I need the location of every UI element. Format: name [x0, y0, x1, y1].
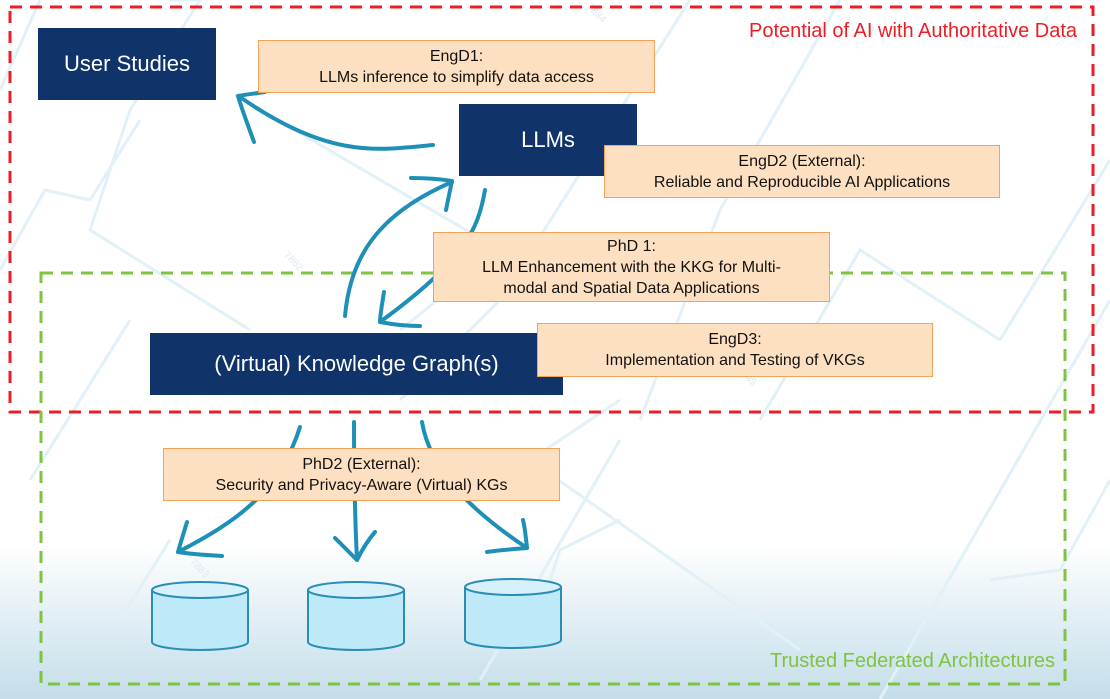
bg-line [28, 319, 132, 481]
trusted-federated-region-label: Trusted Federated Architectures [770, 650, 1055, 672]
bg-line [0, 119, 142, 271]
arrow-kg-to-llms [343, 176, 454, 318]
bg-line [989, 479, 1110, 582]
project-note-engd3: EngD3: Implementation and Testing of VKG… [537, 323, 933, 377]
project-description: LLMs inference to simplify data access [319, 68, 594, 86]
user-studies-node: User Studies [38, 28, 216, 100]
project-title: EngD2 (External): [738, 152, 866, 170]
project-description-line-2: modal and Spatial Data Applications [503, 279, 760, 297]
bg-line [0, 0, 42, 91]
project-title: PhD2 (External): [302, 455, 421, 473]
database-icon [464, 578, 562, 649]
ai-potential-region-label: Potential of AI with Authoritative Data [749, 20, 1077, 42]
user-studies-label: User Studies [64, 51, 190, 76]
knowledge-graph-node: (Virtual) Knowledge Graph(s) [150, 333, 563, 395]
database-icon [151, 581, 249, 651]
bg-line [118, 539, 172, 621]
project-description-line-1: LLM Enhancement with the KKG for Multi- [482, 258, 781, 276]
project-note-engd1: EngD1: LLMs inference to simplify data a… [258, 40, 655, 93]
project-description: Security and Privacy-Aware (Virtual) KGs [215, 476, 508, 494]
project-title: PhD 1: [607, 237, 656, 255]
project-title: EngD1: [429, 47, 484, 65]
database-icon [307, 581, 405, 651]
project-note-phd2: PhD2 (External): Security and Privacy-Aw… [163, 448, 560, 501]
bg-line [88, 0, 251, 332]
bg-line [878, 299, 1110, 699]
project-description: Reliable and Reproducible AI Application… [653, 173, 951, 191]
project-title: EngD3: [708, 331, 762, 348]
project-note-phd1: PhD 1: LLM Enhancement with the KKG for … [433, 232, 830, 302]
project-description: Implementation and Testing of VKGs [605, 352, 865, 369]
llms-label: LLMs [521, 127, 575, 152]
project-note-engd2: EngD2 (External): Reliable and Reproduci… [604, 145, 1000, 198]
ai-potential-region-border [8, 5, 1095, 414]
knowledge-graph-label: (Virtual) Knowledge Graph(s) [214, 351, 499, 376]
